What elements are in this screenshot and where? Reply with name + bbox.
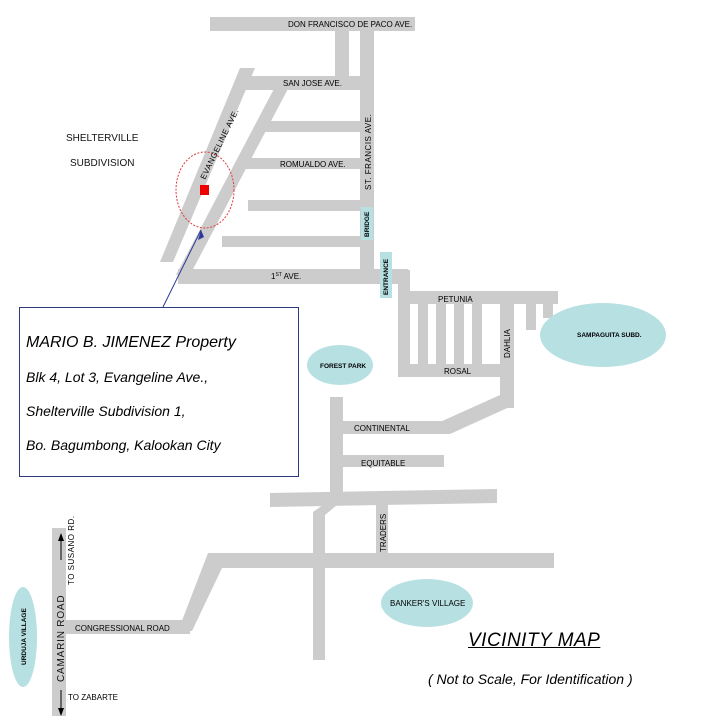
label-first-ave-num: 1 xyxy=(271,272,276,281)
label-first-ave: 1ST AVE. xyxy=(271,272,301,281)
road-petunia-cross-1 xyxy=(418,300,428,368)
label-first-ave-rest: AVE. xyxy=(282,272,301,281)
label-petunia: PETUNIA xyxy=(438,295,473,304)
label-to-zabarte: TO ZABARTE xyxy=(68,693,118,702)
forest-park-area xyxy=(307,345,373,385)
arrow-to-susano-head xyxy=(58,533,64,541)
road-dahlia xyxy=(500,300,514,408)
map-title: VICINITY MAP xyxy=(468,630,601,651)
road-equitable xyxy=(330,455,444,467)
label-forest-park: FOREST PARK xyxy=(320,363,366,370)
label-shelterville-2: SUBDIVISION xyxy=(70,158,134,169)
label-first-ave-sup: ST xyxy=(275,272,281,278)
road-petunia-cross-4 xyxy=(472,300,482,368)
road-don-francisco-stub xyxy=(335,17,349,77)
arrow-to-zabarte-head xyxy=(58,708,64,716)
road-east-west-side xyxy=(398,291,410,377)
road-first-ave xyxy=(178,269,408,284)
road-main-ns xyxy=(330,397,343,497)
label-shelterville-1: SHELTERVILLE xyxy=(66,133,139,144)
road-cross-4 xyxy=(222,236,368,247)
map-subtitle: ( Not to Scale, For Identification ) xyxy=(428,671,633,687)
bankers-village-area xyxy=(381,579,473,627)
label-bankers-village: BANKER'S VILLAGE xyxy=(390,599,465,608)
bridge-marker xyxy=(361,207,373,240)
label-urduja-village: URDUJA VILLAGE xyxy=(21,608,28,665)
label-don-francisco: DON FRANCISCO DE PACO AVE. xyxy=(288,20,412,29)
label-dahlia: DAHLIA xyxy=(503,328,512,358)
road-cross-1 xyxy=(258,121,368,132)
road-petunia-cross-2 xyxy=(436,300,446,368)
label-continental: CONTINENTAL xyxy=(354,424,410,433)
label-camarin: CAMARIN ROAD xyxy=(56,595,67,682)
label-traders: TRADERS xyxy=(379,514,388,552)
road-dahlia-bend xyxy=(440,395,514,434)
label-rosal: ROSAL xyxy=(444,367,472,376)
road-south-diagonal xyxy=(178,553,222,631)
road-petunia-cross-3 xyxy=(454,300,464,368)
road-petunia-east-1 xyxy=(526,300,536,330)
road-traders xyxy=(376,500,388,560)
label-san-jose: SAN JOSE AVE. xyxy=(283,79,342,88)
road-petunia-east-2 xyxy=(543,300,553,318)
road-evangeline xyxy=(160,68,255,262)
entrance-marker xyxy=(380,252,392,298)
road-camarin xyxy=(52,528,66,716)
property-pointer-line xyxy=(162,229,202,308)
property-circle xyxy=(175,151,235,229)
label-congressional: CONGRESSIONAL ROAD xyxy=(75,624,170,633)
road-san-jose xyxy=(243,76,371,90)
road-south-east-west xyxy=(208,553,554,568)
label-st-francis: ST. FRANCIS AVE. xyxy=(364,114,373,190)
property-info-box: MARIO B. JIMENEZ Property Blk 4, Lot 3, … xyxy=(19,307,299,477)
label-to-susano: TO SUSANO RD. xyxy=(67,516,76,585)
property-address-line3: Bo. Bagumbong, Kalookan City xyxy=(26,437,221,453)
road-romualdo xyxy=(246,158,368,169)
road-main-ns-bend xyxy=(313,500,343,660)
label-bridge: BRIDGE xyxy=(364,211,371,237)
road-cross-3 xyxy=(248,200,368,211)
property-marker xyxy=(200,185,209,195)
property-pointer-arrow xyxy=(198,230,204,240)
road-congressional xyxy=(65,620,190,634)
road-continental xyxy=(330,421,450,434)
label-entrance: ENTRANCE xyxy=(383,258,390,295)
property-owner: MARIO B. JIMENEZ Property xyxy=(26,334,236,351)
label-equitable: EQUITABLE xyxy=(361,459,405,468)
property-address-line1: Blk 4, Lot 3, Evangeline Ave., xyxy=(26,369,209,385)
sampaguita-subd-area xyxy=(540,303,666,367)
label-sampaguita: SAMPAGUITA SUBD. xyxy=(577,332,642,339)
property-address-line2: Shelterville Subdivision 1, xyxy=(26,403,186,419)
label-romualdo: ROMUALDO AVE. xyxy=(280,160,346,169)
urduja-village-area xyxy=(9,587,37,687)
